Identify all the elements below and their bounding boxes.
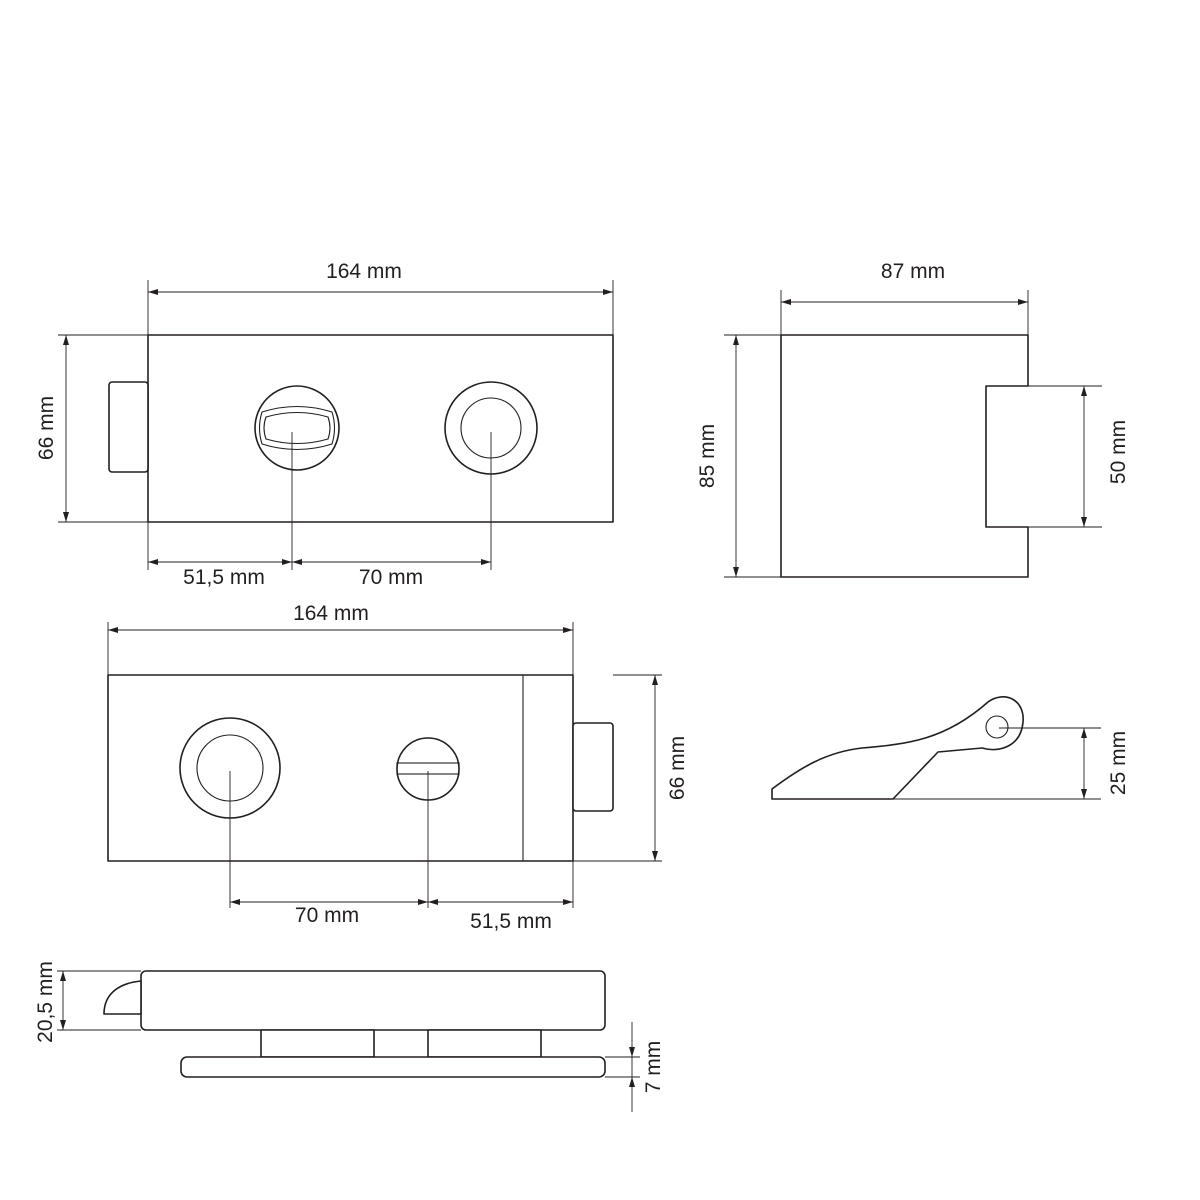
latch-profile-view: 25 mm — [771, 696, 1130, 800]
pivot-hole — [985, 715, 1009, 739]
base-plate-profile — [180, 1056, 606, 1078]
width-label-top: 164 mm — [326, 260, 402, 283]
plate-height-label: 7 mm — [642, 1041, 665, 1094]
latch-profile — [771, 696, 1024, 800]
height-label-top: 66 mm — [35, 396, 58, 460]
thumb-turn-knob-top — [254, 385, 340, 471]
front-view-top: 164 mm 66 mm 51,5 mm 70 mm — [35, 260, 614, 589]
strike-label-side: 50 mm — [1107, 420, 1130, 484]
spacing-label-top: 70 mm — [359, 566, 423, 589]
body-height-label: 20,5 mm — [34, 961, 57, 1043]
latch-bolt-top — [108, 381, 149, 473]
lock-body-top — [147, 334, 614, 523]
lock-body-bottom — [107, 674, 574, 862]
width-label-side: 87 mm — [881, 260, 945, 283]
latch-tip-profile — [103, 980, 142, 1015]
rosette-top — [444, 381, 538, 475]
clamp-block-left — [260, 1029, 375, 1058]
clamp-block-right — [427, 1029, 542, 1058]
latch-height-label: 25 mm — [1107, 731, 1130, 795]
latch-bolt-bottom — [572, 722, 614, 812]
front-view-bottom: 164 mm 66 mm 70 mm 51,5 mm — [107, 602, 689, 933]
strike-body — [780, 334, 1029, 578]
width-label-bottom: 164 mm — [293, 602, 369, 625]
height-label-bottom: 66 mm — [666, 736, 689, 800]
bottom-profile-view: 20,5 mm 7 mm — [34, 961, 665, 1112]
offset-label-bottom: 51,5 mm — [470, 910, 552, 933]
lock-body-profile — [140, 970, 606, 1031]
offset-label-top: 51,5 mm — [183, 566, 265, 589]
height-label-side: 85 mm — [696, 424, 719, 488]
spacing-label-bottom: 70 mm — [295, 904, 359, 927]
side-view-right: 87 mm 85 mm 50 mm — [696, 260, 1130, 578]
